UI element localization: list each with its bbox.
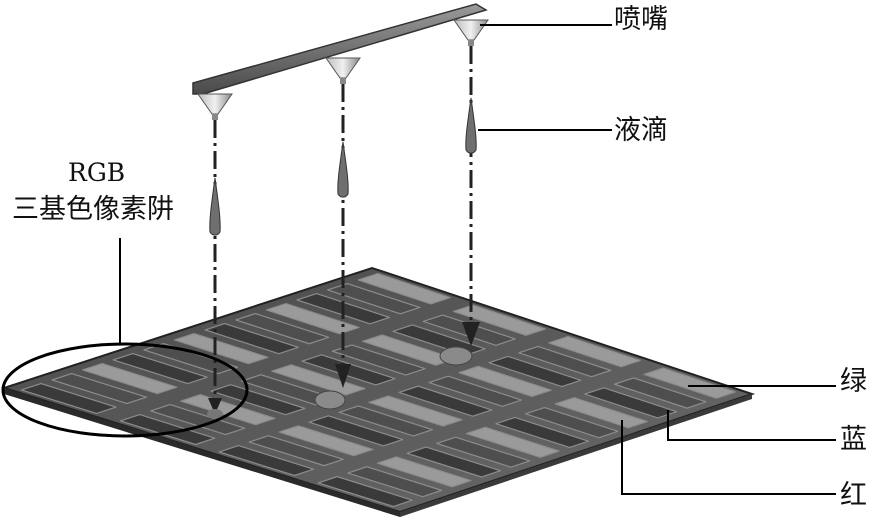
red-leader [621, 420, 836, 495]
pixel-well [584, 387, 678, 419]
ink-drop-icon [314, 364, 351, 410]
nozzle-icon [325, 57, 361, 84]
pixel-well [398, 385, 493, 417]
pixel-well [643, 367, 736, 399]
ink-drop-icon [209, 177, 221, 236]
pixel-well [548, 335, 641, 368]
nozzle-icon [453, 19, 489, 46]
pixel-well [204, 322, 299, 355]
pixel-well [173, 332, 269, 365]
pixel-well [495, 416, 590, 449]
pixel-well [368, 395, 463, 427]
droplet-label: 液滴 [614, 115, 668, 146]
label-leader-lines [478, 24, 836, 495]
green-label: 绿 [840, 366, 867, 397]
pixel-well [271, 364, 366, 396]
pixel-well [218, 444, 315, 477]
pixel-well [112, 352, 208, 385]
pixel-well [436, 436, 531, 468]
pixel-well [428, 375, 523, 407]
blue-leader [667, 410, 836, 441]
pixel-well [308, 415, 404, 447]
rgb-label-line1: RGB [68, 158, 126, 187]
pixel-well [180, 394, 276, 426]
pixel-well [51, 372, 147, 405]
pixel-well [235, 312, 330, 345]
pixel-well [347, 466, 443, 498]
ink-drop-icon [207, 398, 223, 419]
rgb-pixel-well-label: 三基色像素阱 [12, 194, 174, 225]
pixel-well [554, 397, 648, 429]
pixel-well [210, 384, 306, 416]
pixel-well [331, 344, 426, 376]
pixel-well [376, 456, 472, 488]
pixel-well [406, 446, 501, 478]
ink-drop-icon [439, 322, 480, 366]
nozzle-label: 喷嘴 [614, 4, 668, 35]
pixel-well [278, 425, 374, 457]
panel-front-edge [4, 388, 400, 517]
blue-label: 蓝 [840, 424, 867, 455]
rgb-pixel-well-highlight [1, 342, 249, 438]
pixel-well [265, 302, 360, 335]
pixel-well [248, 435, 344, 467]
pixel-well [317, 476, 413, 508]
pixel-well [119, 413, 216, 446]
ink-drop-icon [465, 97, 477, 154]
pixel-well [452, 304, 546, 336]
pixel-well [357, 272, 451, 305]
pixel-well [327, 282, 421, 315]
ink-drop-icon [337, 141, 349, 198]
pixel-well [465, 426, 560, 458]
pixel-well [82, 362, 178, 395]
pixel-well [613, 377, 707, 409]
substrate-panel [0, 266, 756, 517]
nozzle-icon [197, 93, 233, 120]
pixel-well [20, 382, 117, 415]
pixel-wells [20, 272, 736, 508]
pixel-well [488, 355, 582, 388]
pixel-well [524, 406, 619, 439]
pixel-well [338, 405, 433, 437]
red-label: 红 [840, 480, 867, 511]
pixel-well [518, 345, 612, 378]
print-head-rail [192, 3, 488, 95]
pixel-well [458, 365, 552, 398]
panel-side-edge [400, 394, 752, 517]
